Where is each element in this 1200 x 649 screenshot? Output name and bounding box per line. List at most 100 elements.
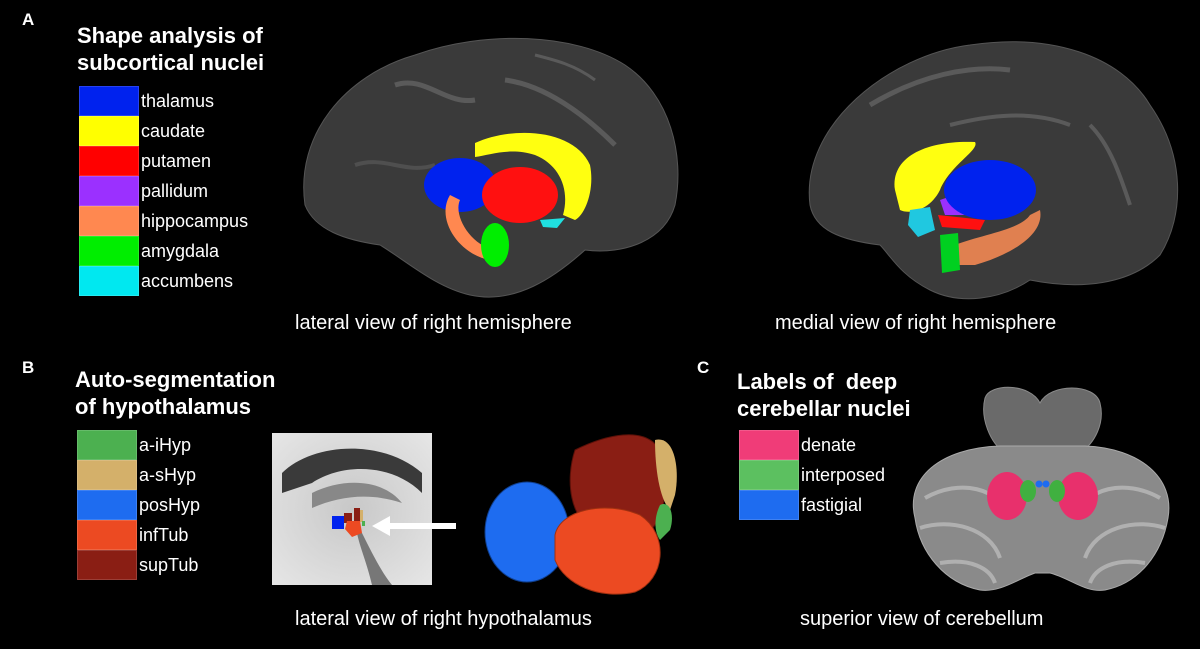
sulcus-line [394,80,476,104]
legend-label: infTub [139,525,189,545]
dentate-right [1058,472,1098,520]
legend-label: posHyp [139,495,201,515]
panel-a-title-line2: subcortical nuclei [77,50,265,75]
caudate-shape [894,141,976,212]
legend-item-accumbens: accumbens [79,266,248,296]
fastigial-right [1042,480,1050,488]
legend-swatch [739,430,799,460]
thalamus-shape [944,160,1036,220]
legend-item-suptub: supTub [77,550,200,580]
legend-swatch [77,490,137,520]
arrow-icon [372,516,456,536]
legend-item-interposed: interposed [739,460,885,490]
inftub-voxels [345,521,362,537]
brainstem-shape [983,386,1102,454]
sulcus-line [534,53,596,82]
legend-swatch [79,236,139,266]
panel-c-legend: denate interposed fastigial [739,430,885,520]
legend-label: caudate [141,121,206,141]
a-shyp-voxels [360,510,363,522]
putamen-shape [938,215,985,230]
panel-c-caption: superior view of cerebellum [800,608,1044,630]
legend-swatch [739,490,799,520]
legend-item-hippocampus: hippocampus [79,206,248,236]
legend-label: fastigial [801,495,863,515]
sulcus-line [354,160,436,170]
legend-label: amygdala [141,241,220,261]
interposed-right [1049,480,1065,502]
suptub-voxels [344,513,352,523]
legend-swatch [79,86,139,116]
fastigial-left [1035,480,1043,488]
legend-swatch [79,266,139,296]
sulcus-line [949,113,1071,127]
sulcus-line [1088,123,1132,206]
legend-swatch [79,146,139,176]
amygdala-shape [940,233,960,273]
legend-item-putamen: putamen [79,146,248,176]
inftub-shape [554,507,661,595]
thalamus-shape [424,158,496,212]
panel-b-caption: lateral view of right hypothalamus [295,608,592,630]
panel-c-title-line2: cerebellar nuclei [737,396,911,421]
lateral-brain-render [303,37,679,298]
legend-swatch [77,430,137,460]
accumbens-shape [908,207,935,237]
interposed-left [1020,480,1036,502]
panel-a-caption-lateral: lateral view of right hemisphere [295,312,572,334]
legend-swatch [79,116,139,146]
legend-label: hippocampus [141,211,249,231]
sulcus-line [504,77,617,147]
legend-label: a-sHyp [139,465,197,485]
panel-a-caption-medial: medial view of right hemisphere [775,312,1057,334]
panel-c-title-line1: Labels of deep [737,369,898,394]
sulcus-line [868,66,1011,108]
legend-label: thalamus [141,91,215,111]
legend-swatch [77,460,137,490]
accumbens-shape [540,218,565,228]
legend-swatch [77,520,137,550]
panel-b-title-line1: Auto-segmentation [75,367,276,392]
cerebellum-3d-render [912,386,1170,591]
legend-label: putamen [141,151,212,171]
legend-item-thalamus: thalamus [79,86,248,116]
hippocampus-shape [445,195,495,260]
panel-a-letter: A [22,10,35,29]
panel-c-title: Labels of deep cerebellar nuclei [737,368,911,422]
legend-item-a-shyp: a-sHyp [77,460,200,490]
panel-a-title-line1: Shape analysis of [77,23,263,48]
panel-b-legend: a-iHyp a-sHyp posHyp infTub supTub [77,430,200,580]
hippocampus-shape [955,210,1041,265]
caudate-shape [475,132,592,220]
hypothalamus-3d-render [484,434,677,595]
panel-c-letter: C [697,358,710,377]
legend-item-amygdala: amygdala [79,236,248,266]
legend-swatch [77,550,137,580]
poshyp-voxels [332,516,344,529]
dentate-left [987,472,1027,520]
legend-swatch [739,460,799,490]
legend-item-a-ihyp: a-iHyp [77,430,200,460]
legend-item-caudate: caudate [79,116,248,146]
legend-label: supTub [139,555,199,575]
legend-swatch [79,206,139,236]
mri-sagittal-slice [272,433,432,585]
legend-swatch [79,176,139,206]
legend-item-pallidum: pallidum [79,176,248,206]
legend-item-inftub: infTub [77,520,200,550]
panel-a-title: Shape analysis of subcortical nuclei [77,22,264,76]
legend-item-poshyp: posHyp [77,490,200,520]
legend-label: accumbens [141,271,234,291]
amygdala-shape [481,223,509,267]
cerebellum-surface [912,445,1170,591]
panel-a-legend: thalamus caudate putamen pallidum hippoc… [79,86,248,296]
cortex-surface [303,37,679,298]
putamen-shape [482,167,558,223]
a-ihyp-shape [655,504,672,540]
legend-label: a-iHyp [139,435,192,455]
a-ihyp-voxels [362,521,365,526]
legend-item-fastigial: fastigial [739,490,885,520]
legend-label: pallidum [141,181,209,201]
panel-b-title-line2: of hypothalamus [75,394,252,419]
medial-brain-render [808,41,1179,300]
